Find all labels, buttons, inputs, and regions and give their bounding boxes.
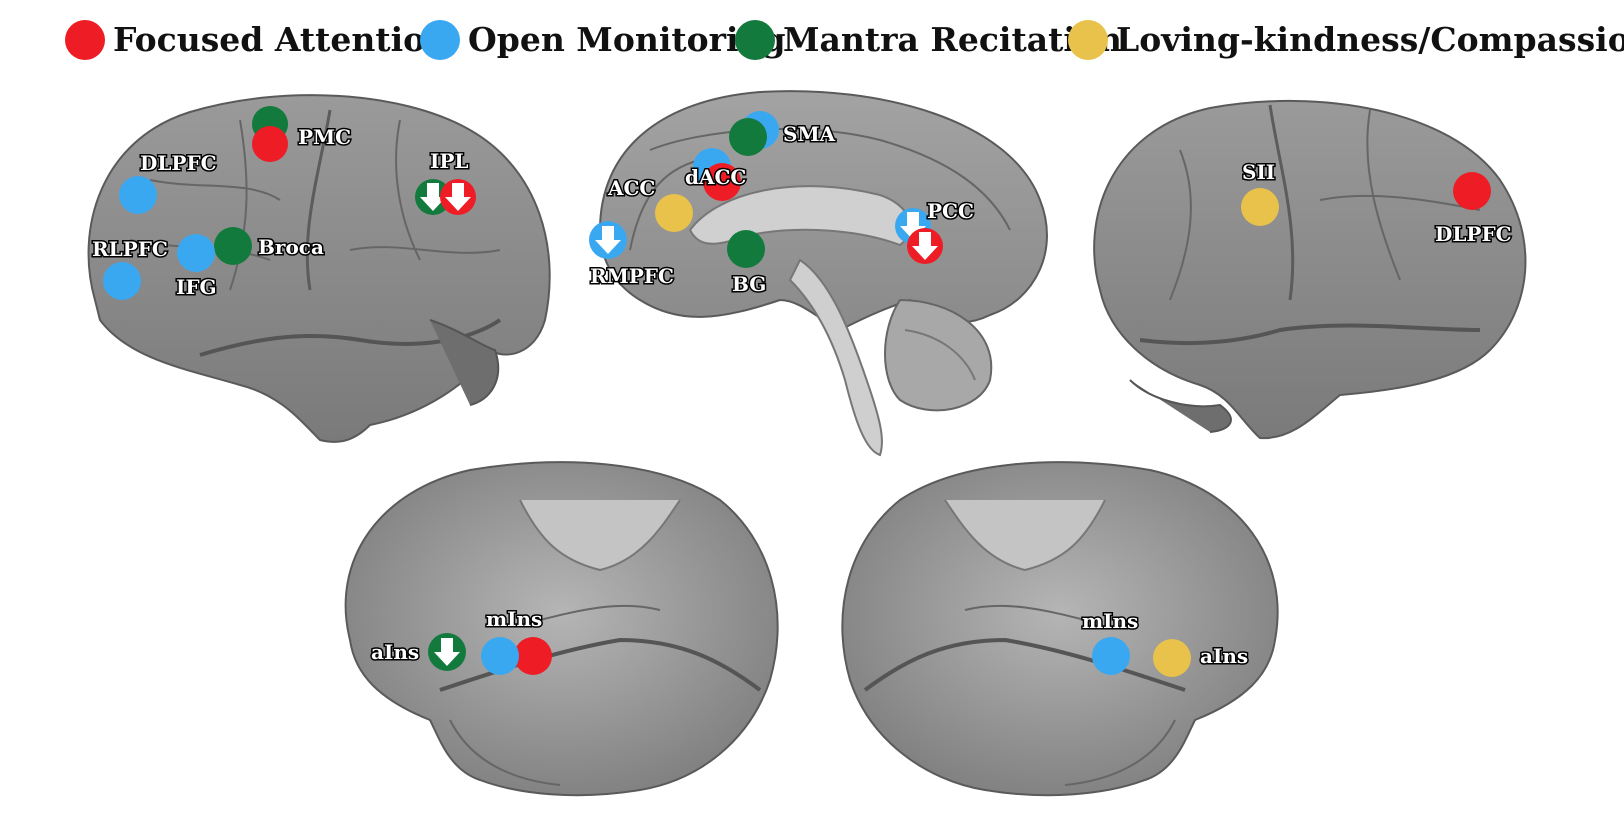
green-dot-icon [735,20,775,60]
marker-bg-green [727,230,765,268]
label-mins-left: mIns [486,607,542,631]
marker-sma-green [729,118,767,156]
label-rlpfc: RLPFC [92,237,168,261]
marker-mins-red [514,637,552,675]
yellow-dot-icon [1068,20,1108,60]
marker-dlpfc-blue [119,176,157,214]
brain-left-lateral: PMC DLPFC IPL RLPFC Broca IFG [87,94,551,443]
label-dacc: dACC [685,165,746,189]
legend-label: Focused Attention [113,20,450,59]
marker-acc-yellow [655,194,693,232]
brain-left-insula: aIns mIns [344,461,779,797]
marker-broca-green [214,227,252,265]
legend-label: Open Monitoring [468,20,786,59]
red-dot-icon [65,20,105,60]
label-ifg: IFG [176,275,217,299]
blue-dot-icon [420,20,460,60]
marker-dlpfc-red [1453,172,1491,210]
marker-dacc-red [703,163,741,201]
label-dlpfc: DLPFC [140,151,217,175]
marker-rlpfc-blue [103,262,141,300]
legend: Focused Attention Open Monitoring Mantra… [0,8,1624,68]
label-rmpfc: RMPFC [590,264,674,288]
label-pmc: PMC [298,125,351,149]
label-ains-right: aIns [1200,644,1248,668]
label-bg: BG [732,272,766,296]
marker-pmc-red [252,126,288,162]
legend-label: Mantra Recitation [783,20,1122,59]
marker-ifg-blue [177,234,215,272]
brain-medial: SMA dACC ACC PCC RMPFC BG [589,90,1048,457]
label-pcc: PCC [927,199,974,223]
label-sii: SII [1242,160,1275,184]
marker-mins-blue [481,637,519,675]
label-mins-right: mIns [1082,609,1138,633]
label-ipl: IPL [430,149,468,173]
marker-ains-yellow [1153,639,1191,677]
marker-sii-yellow [1241,188,1279,226]
marker-mins-blue-right [1092,637,1130,675]
brain-right-insula: mIns aIns [841,461,1279,797]
brain-right-lateral: SII DLPFC [1093,100,1527,440]
label-broca: Broca [258,235,324,259]
label-sma: SMA [783,122,836,146]
label-ains-left: aIns [371,640,419,664]
label-acc: ACC [607,176,655,200]
legend-label: Loving-kindness/Compassion [1116,20,1624,59]
label-dlpfc-right: DLPFC [1435,222,1512,246]
